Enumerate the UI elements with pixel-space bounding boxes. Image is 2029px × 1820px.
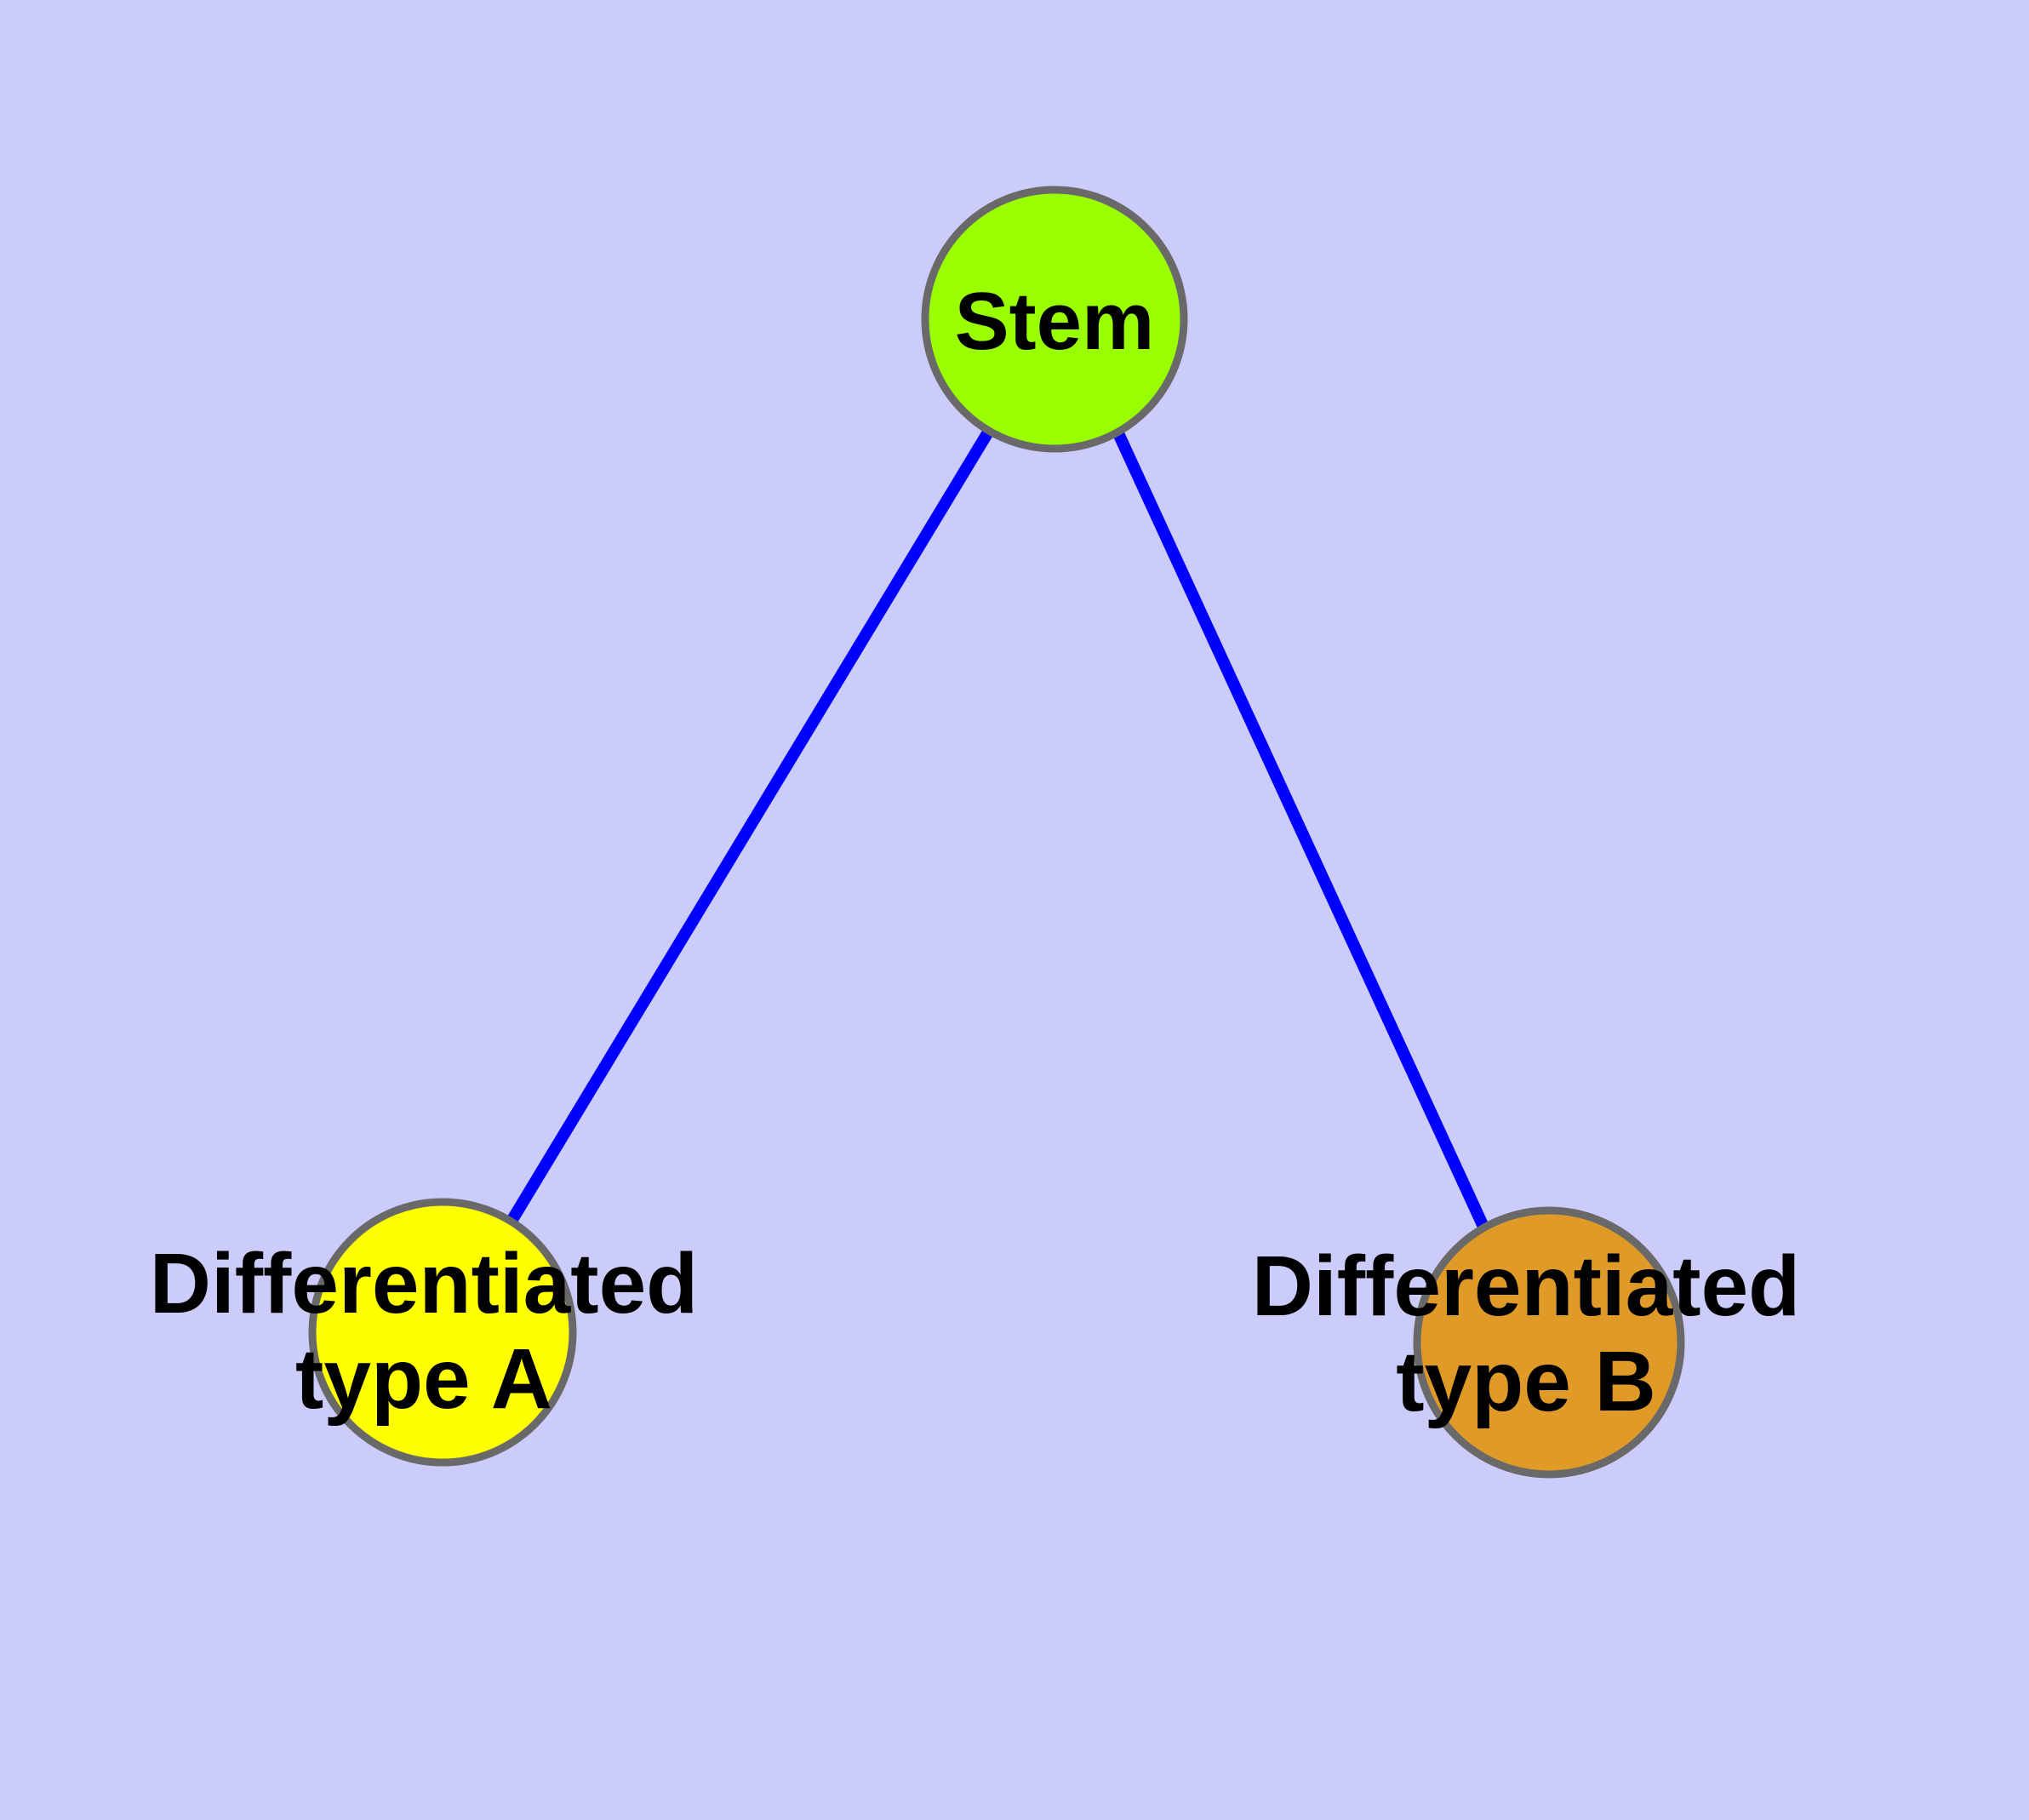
node-stem[interactable] — [921, 186, 1188, 453]
node-diff-a[interactable] — [308, 1198, 577, 1467]
edge-stem-to-diff-a — [506, 427, 994, 1226]
edges-layer — [506, 427, 1489, 1229]
edge-stem-to-diff-b — [1112, 429, 1489, 1229]
node-diff-b[interactable] — [1413, 1206, 1685, 1479]
nodes-layer — [308, 186, 1685, 1479]
